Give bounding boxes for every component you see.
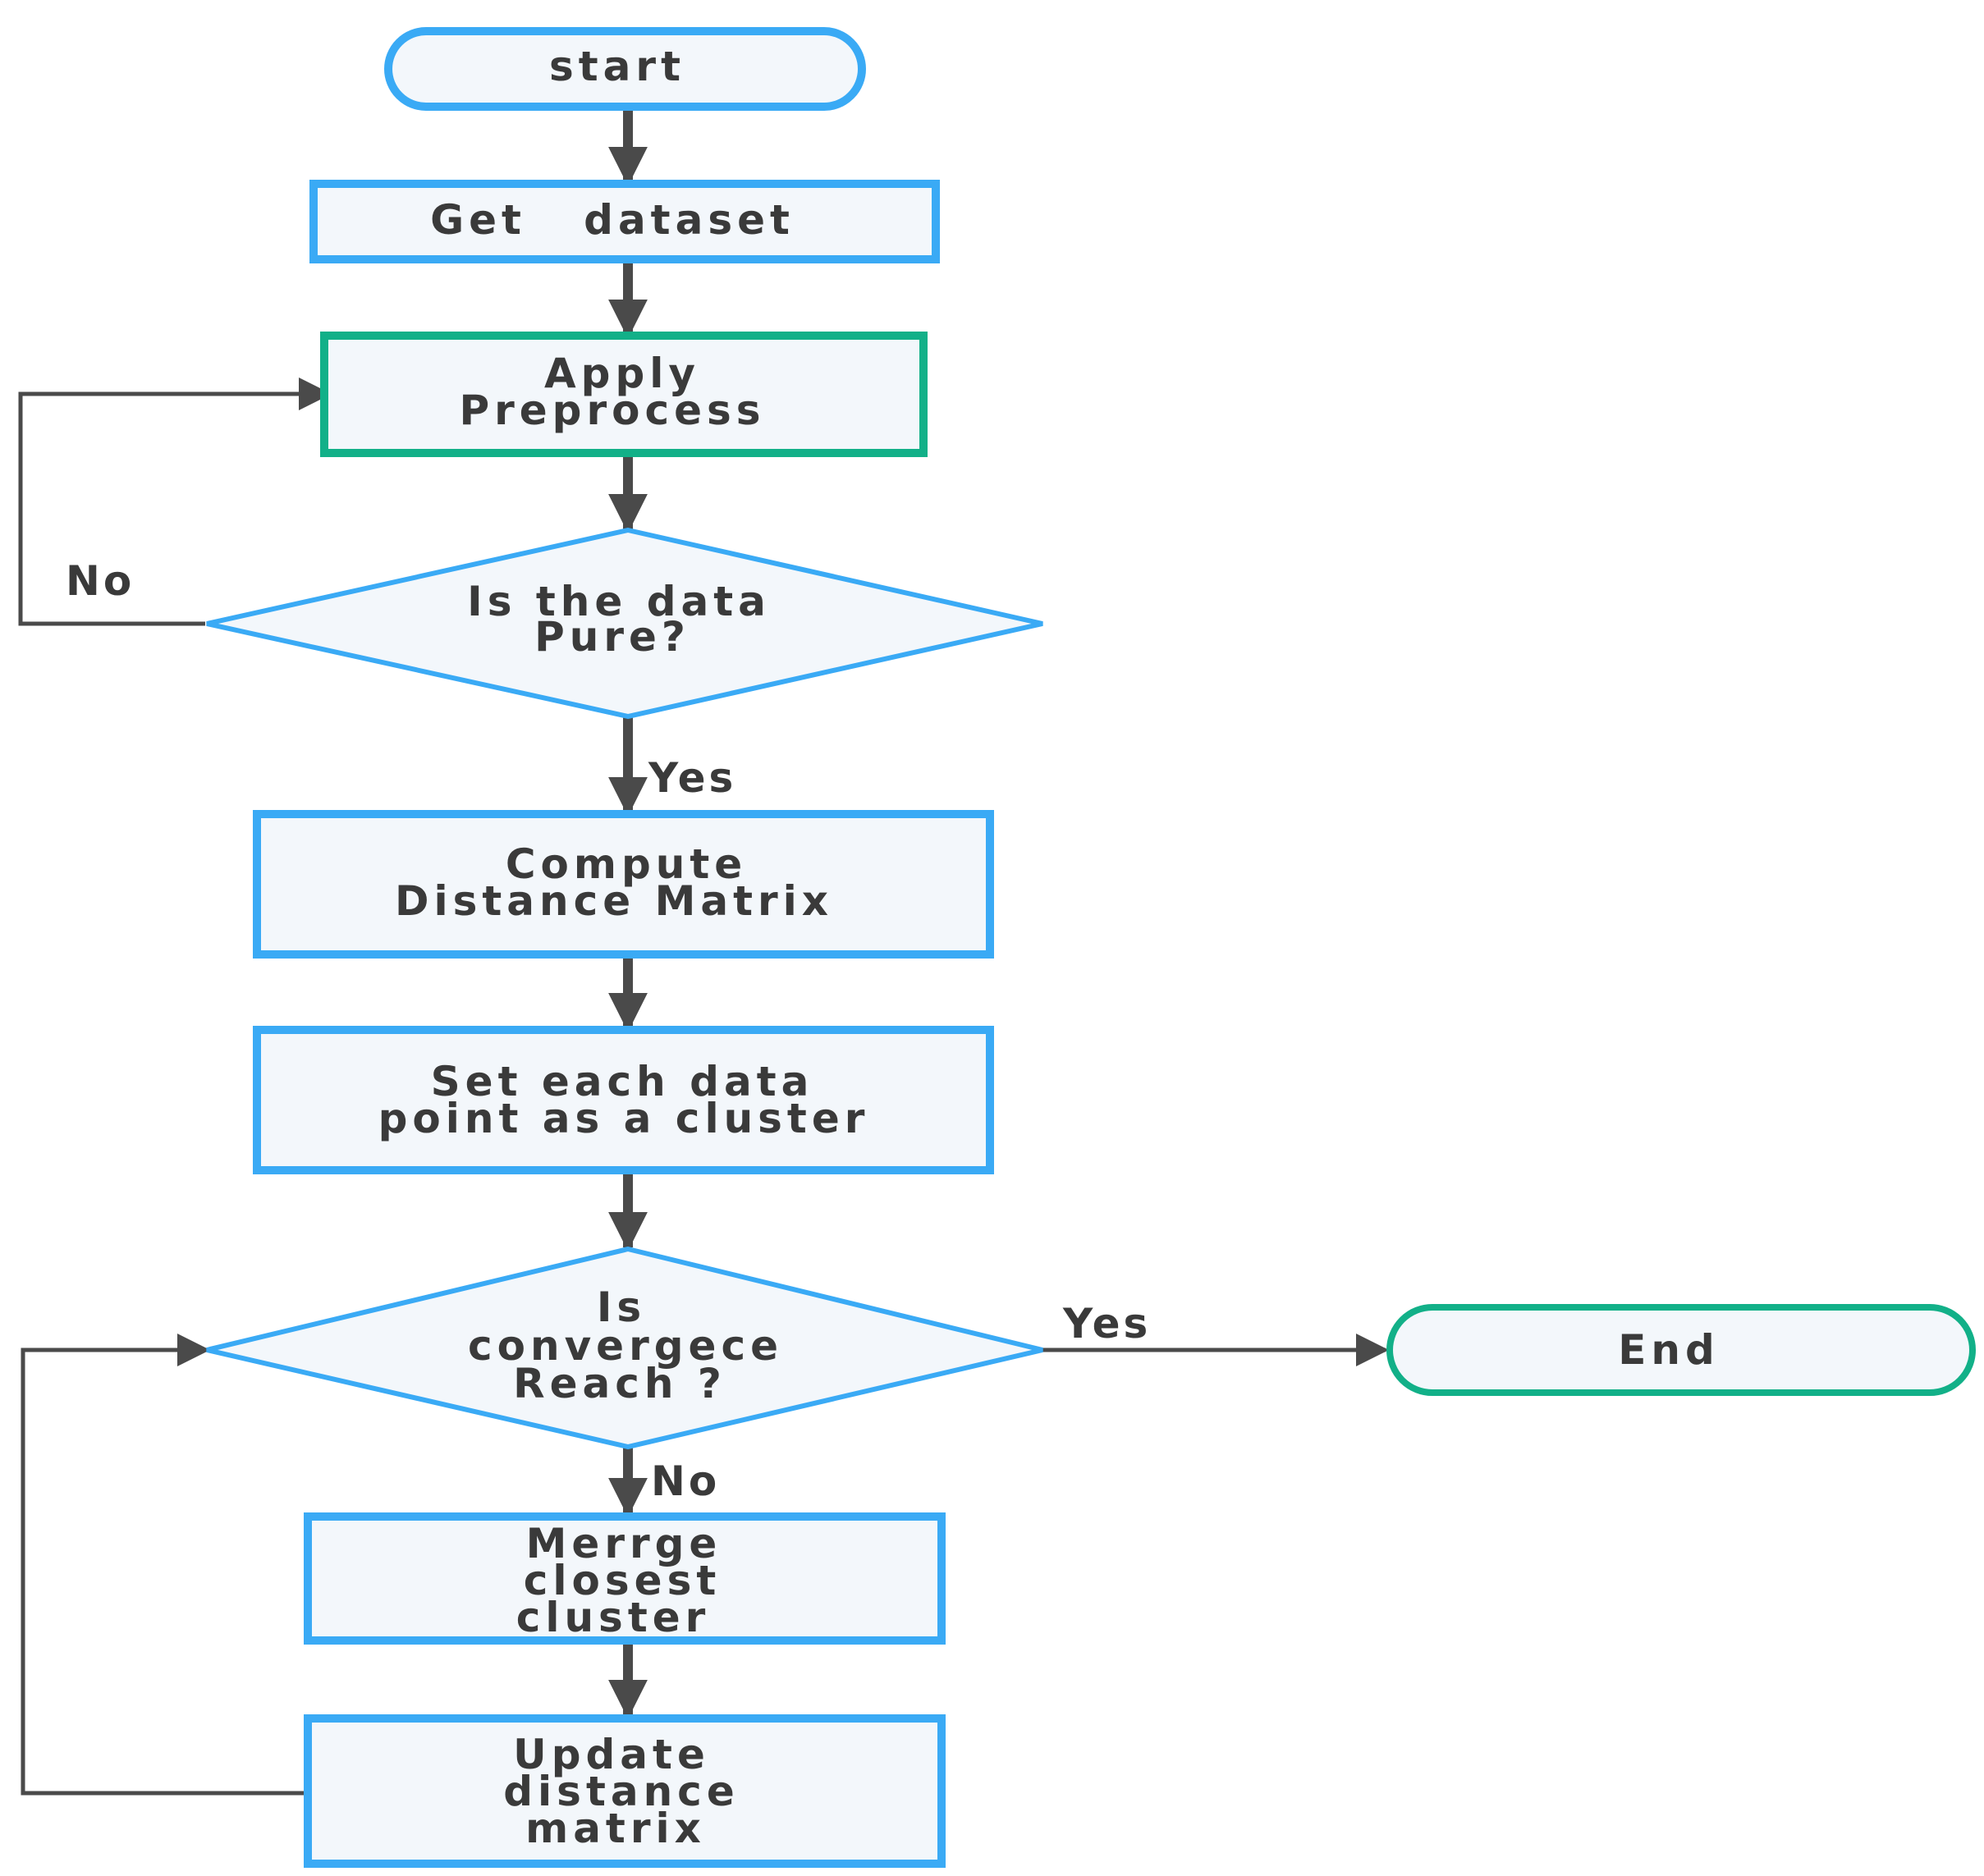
- end-label: End: [1618, 1326, 1720, 1374]
- set-cluster-step: Set each data point as a cluster: [253, 1026, 994, 1174]
- connector-pure-no-loop: [18, 377, 332, 626]
- set-cluster-line1: Set each data: [431, 1058, 814, 1105]
- compute-distance-line2: Distance Matrix: [395, 877, 833, 925]
- convergence-line3: Reach ?: [513, 1360, 726, 1407]
- edge-label-pure-no: No: [66, 557, 135, 605]
- data-pure-line1: Is the data: [467, 578, 771, 625]
- connector-update-loop: [21, 1334, 308, 1796]
- get-dataset-label: Get dataset: [430, 196, 795, 244]
- merge-closest-line3: cluster: [516, 1594, 711, 1641]
- update-distance-line1: Update: [513, 1731, 710, 1778]
- convergence-line1: Is: [597, 1283, 646, 1331]
- update-distance-step: Update distance matrix: [304, 1714, 946, 1868]
- compute-distance-line1: Compute: [506, 840, 747, 888]
- update-distance-line3: matrix: [525, 1805, 706, 1852]
- start-terminal: start: [384, 27, 866, 111]
- merge-closest-step: Merrge closest cluster: [304, 1512, 946, 1645]
- edge-label-convergence-no: No: [651, 1457, 720, 1505]
- apply-preprocess-step: Apply Preprocess: [320, 332, 928, 457]
- data-pure-line2: Pure?: [534, 613, 690, 661]
- edge-label-pure-yes: Yes: [648, 754, 736, 802]
- convergence-line2: convergece: [468, 1322, 783, 1370]
- merge-closest-line1: Merrge: [526, 1520, 722, 1567]
- apply-preprocess-line2: Preprocess: [459, 387, 765, 434]
- get-dataset-step: Get dataset: [309, 180, 940, 263]
- end-terminal: End: [1386, 1304, 1976, 1396]
- apply-preprocess-line1: Apply: [544, 350, 700, 397]
- start-label: start: [549, 43, 685, 90]
- merge-closest-line2: closest: [524, 1557, 721, 1604]
- convergence-decision: Is convergece Reach ?: [206, 1246, 1043, 1450]
- set-cluster-line2: point as a cluster: [378, 1095, 870, 1142]
- edge-label-convergence-yes: Yes: [1062, 1300, 1151, 1348]
- data-pure-decision: Is the data Pure?: [206, 527, 1043, 720]
- compute-distance-step: Compute Distance Matrix: [253, 810, 994, 959]
- update-distance-line2: distance: [503, 1768, 739, 1815]
